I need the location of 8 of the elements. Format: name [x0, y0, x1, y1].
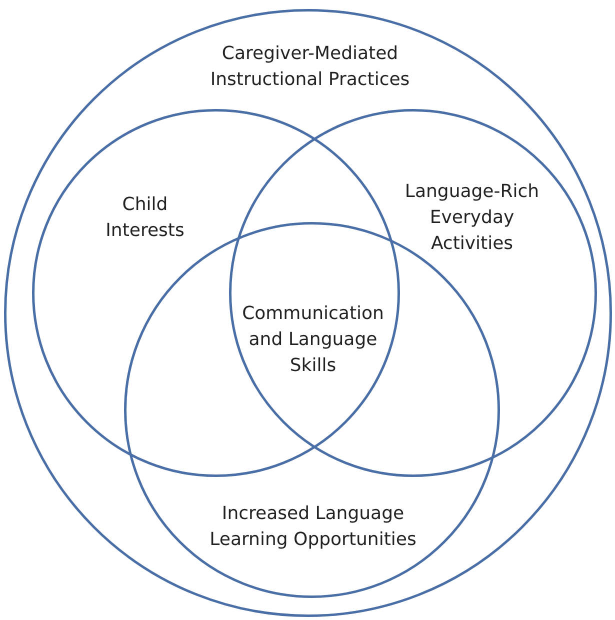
circle-label: Child Interests	[104, 193, 186, 243]
venn-circle	[32, 109, 400, 477]
circle-label: Caregiver-Mediated Instructional Practices	[209, 42, 411, 92]
circle-label: Increased Language Learning Opportunities	[208, 502, 418, 552]
overlap-label: Communication and Language Skills	[241, 302, 385, 378]
venn-circle	[4, 9, 612, 617]
circle-label: Language-Rich Everyday Activities	[404, 180, 540, 256]
venn-circle	[229, 109, 597, 477]
